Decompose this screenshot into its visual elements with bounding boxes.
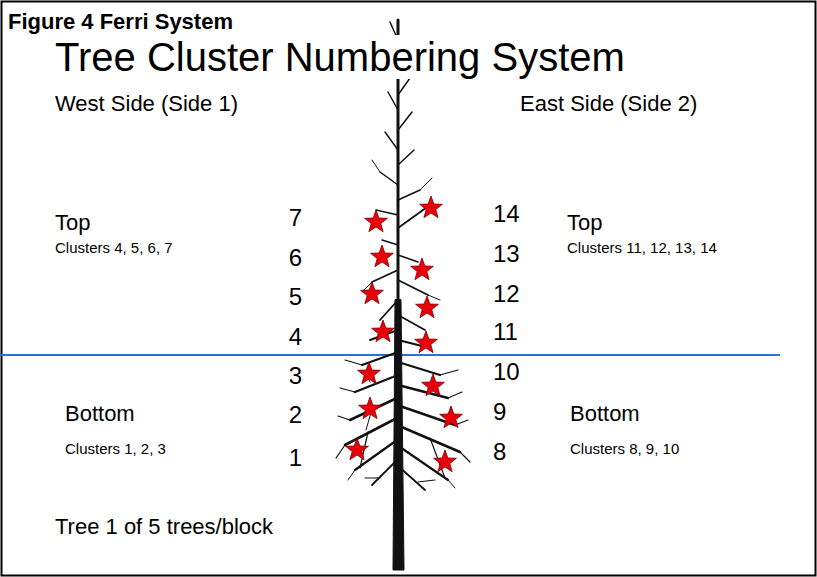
cluster-star xyxy=(415,331,438,353)
tree-branch xyxy=(428,295,440,300)
cluster-star xyxy=(359,397,382,419)
tree-drawing xyxy=(336,20,470,570)
diagram-title: Tree Cluster Numbering System xyxy=(51,35,629,79)
tree-branch xyxy=(397,465,425,490)
cluster-number: 6 xyxy=(289,245,302,271)
tree-branch xyxy=(398,78,410,95)
tree-branch xyxy=(348,470,355,480)
cluster-number: 1 xyxy=(289,445,302,471)
cluster-number: 5 xyxy=(289,284,302,310)
cluster-star xyxy=(358,362,381,384)
tree-branch xyxy=(398,280,428,295)
tree-branch xyxy=(420,178,432,190)
cluster-star xyxy=(361,282,384,304)
cluster-star xyxy=(416,296,439,318)
cluster-list: Clusters 11, 12, 13, 14 xyxy=(567,240,717,257)
zone-label: Top xyxy=(55,211,90,235)
side-label: East Side (Side 2) xyxy=(520,92,697,116)
cluster-number: 2 xyxy=(289,402,302,428)
cluster-number: 3 xyxy=(289,363,302,389)
cluster-star xyxy=(440,406,463,428)
cluster-number: 9 xyxy=(493,399,506,425)
side-label: West Side (Side 1) xyxy=(55,92,238,116)
cluster-star xyxy=(372,320,395,342)
tree-branch xyxy=(336,445,345,458)
tree-branch xyxy=(338,416,350,420)
tree-branch xyxy=(345,360,362,365)
cluster-star xyxy=(422,374,445,396)
tree-branch xyxy=(398,255,418,262)
cluster-number: 7 xyxy=(289,205,302,231)
cluster-list: Clusters 1, 2, 3 xyxy=(65,441,166,458)
tree-branch xyxy=(376,210,398,215)
cluster-list: Clusters 4, 5, 6, 7 xyxy=(55,240,173,257)
zone-label: Bottom xyxy=(570,402,640,426)
cluster-number: 4 xyxy=(289,324,302,350)
tree-branch xyxy=(418,480,435,482)
tree-branch xyxy=(380,300,398,320)
tree-branch xyxy=(345,418,397,445)
cluster-star xyxy=(411,258,434,280)
tree-branch xyxy=(398,112,412,130)
tree-branch xyxy=(372,160,380,172)
cluster-number: 13 xyxy=(493,241,520,267)
figure-caption: Figure 4 Ferri System xyxy=(8,10,233,34)
tree-branch xyxy=(380,172,398,185)
cluster-star xyxy=(346,438,369,460)
cluster-star xyxy=(365,210,388,232)
tree-branch xyxy=(385,132,398,150)
tree-branch xyxy=(372,460,397,485)
cluster-star xyxy=(434,450,457,472)
cluster-stars xyxy=(346,196,463,472)
tree-branch xyxy=(398,150,414,165)
tree-branch xyxy=(398,362,440,375)
cluster-star xyxy=(420,196,443,218)
cluster-star xyxy=(371,245,394,267)
cluster-number: 11 xyxy=(493,319,518,345)
zone-label: Bottom xyxy=(65,402,135,426)
cluster-number: 14 xyxy=(493,201,520,227)
tree-branch xyxy=(398,190,420,200)
tree-branch xyxy=(350,398,397,420)
tree-branch xyxy=(382,240,398,245)
tree-branch xyxy=(440,370,458,375)
tree-branch xyxy=(355,375,398,392)
cluster-list: Clusters 8, 9, 10 xyxy=(570,441,679,458)
cluster-number: 8 xyxy=(493,439,506,465)
tree-branch xyxy=(372,270,398,282)
cluster-number: 12 xyxy=(493,281,520,307)
tree-branch xyxy=(448,392,462,398)
tree-branch xyxy=(397,425,460,452)
zone-label: Top xyxy=(567,211,602,235)
tree-branch xyxy=(460,452,470,462)
tree-branch xyxy=(340,388,355,392)
tree-branch xyxy=(388,92,398,110)
tree-note: Tree 1 of 5 trees/block xyxy=(55,515,273,539)
tree-branch xyxy=(365,478,380,479)
tree-branch xyxy=(448,480,455,488)
cluster-number: 10 xyxy=(493,359,520,385)
tree-branch xyxy=(362,352,398,365)
